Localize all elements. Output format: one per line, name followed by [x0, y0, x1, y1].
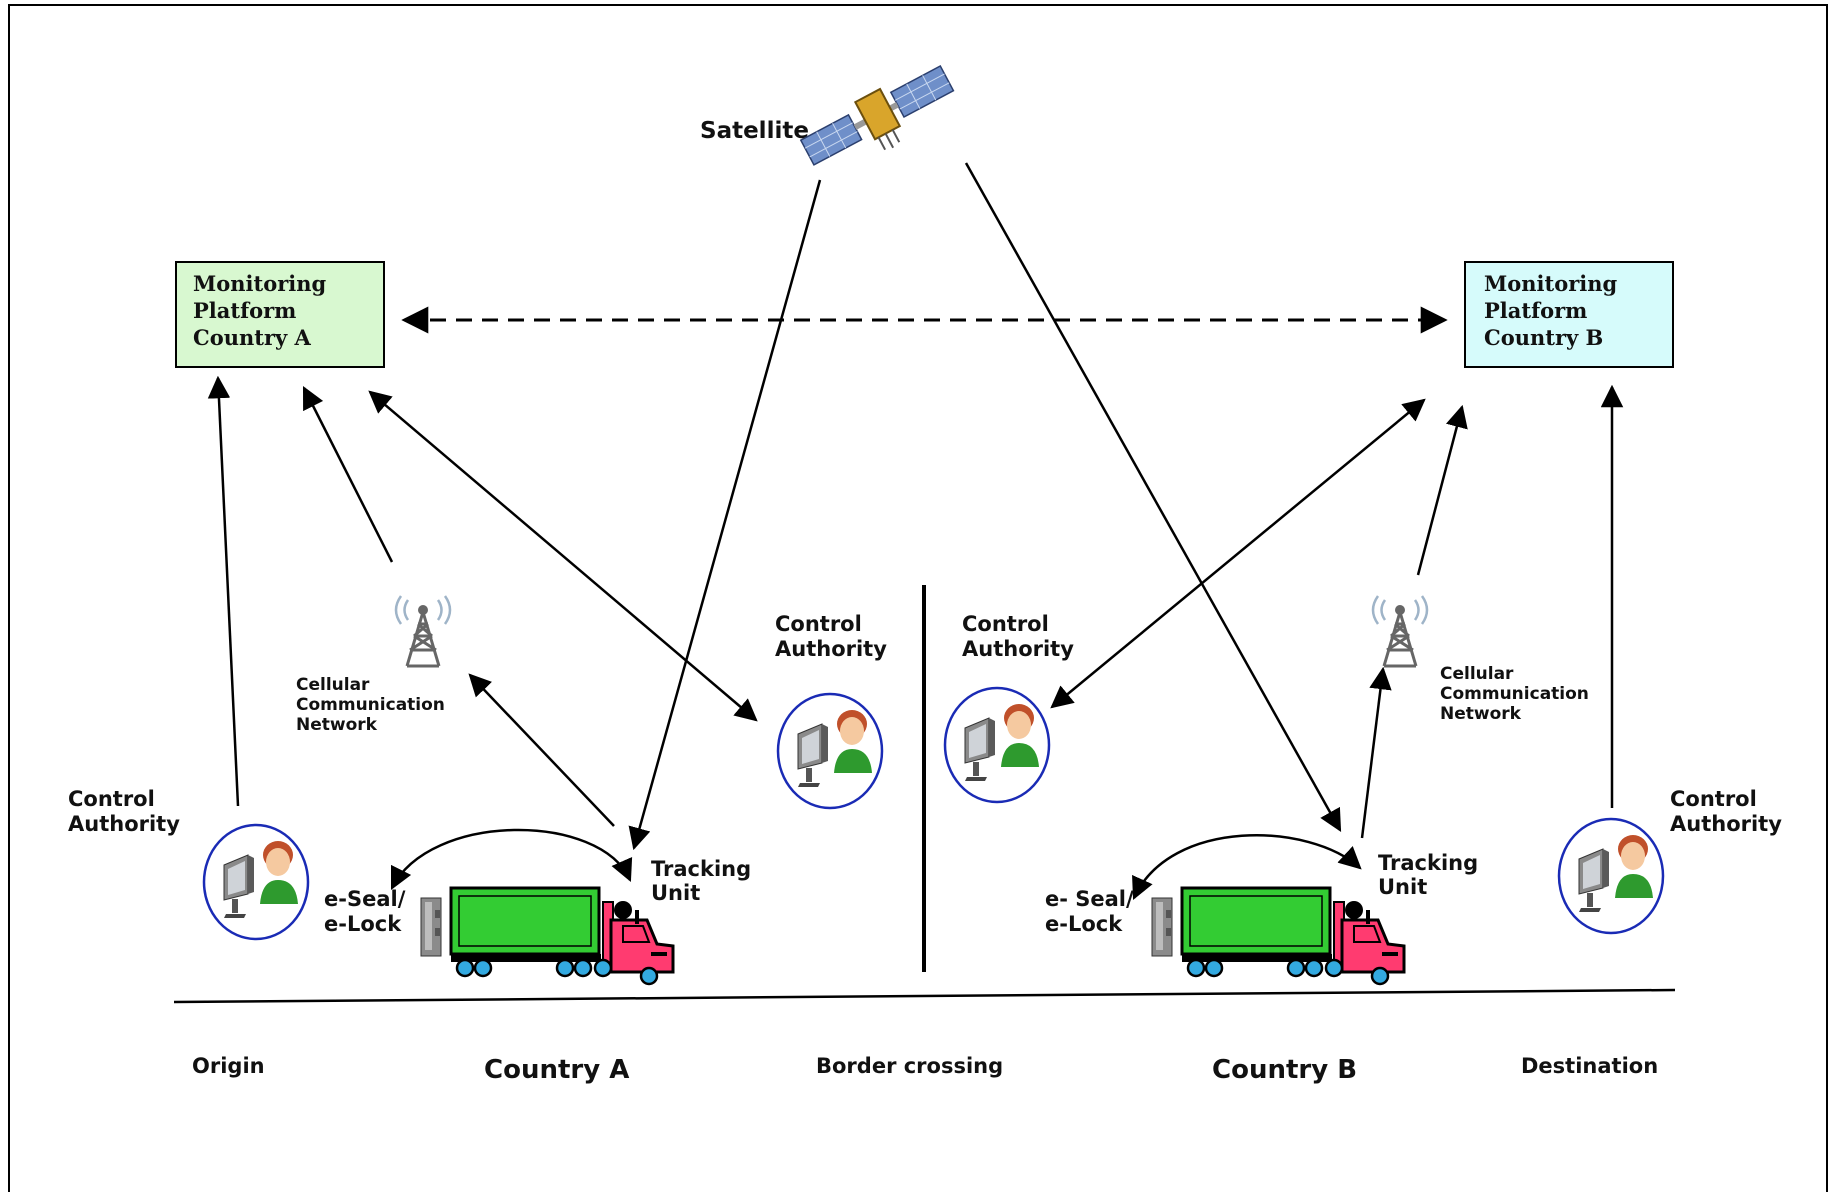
eseal-a-label-1: e-Seal/: [324, 887, 406, 911]
diagram-frame: [8, 4, 1828, 1192]
arrow-tracking-a-eseal-curve: [390, 828, 633, 891]
tracking-a-label-1: Tracking: [651, 857, 751, 881]
cell-tower-b-icon: [1371, 594, 1429, 668]
eseal-a-label-2: e-Lock: [324, 912, 402, 936]
platform-b-line-1: Monitoring: [1484, 271, 1618, 296]
destination-control-authority-icon: [1557, 817, 1665, 935]
arrow-platform-b-border-ca: [1050, 398, 1426, 709]
monitoring-platform-a: Monitoring Platform Country A: [175, 261, 385, 368]
destination-ca-label-1: Control: [1670, 787, 1757, 811]
origin-ca-label-1: Control: [68, 787, 155, 811]
country-a-label: Country A: [484, 1055, 629, 1085]
monitoring-platform-b: Monitoring Platform Country B: [1464, 261, 1674, 368]
eseal-b-label-1: e- Seal/: [1045, 887, 1134, 911]
platform-a-line-2: Platform: [193, 298, 296, 323]
origin-control-authority-icon: [202, 823, 310, 941]
border-b-ca-label-1: Control: [962, 612, 1049, 636]
arrow-tracking-b-eseal-curve: [1132, 833, 1362, 901]
arrow-tower-b-to-platform-b: [1416, 404, 1468, 576]
arrow-platform-a-border-ca: [368, 390, 758, 722]
arrow-origin-ca-to-platform-a: [207, 375, 240, 807]
destination-label: Destination: [1521, 1054, 1658, 1078]
border-b-ca-label-2: Authority: [962, 637, 1074, 661]
ground-line: [173, 988, 1676, 1004]
eseal-b-label-2: e-Lock: [1045, 912, 1123, 936]
destination-ca-label-2: Authority: [1670, 812, 1782, 836]
border-b-control-authority-icon: [943, 686, 1051, 804]
platform-b-line-3: Country B: [1484, 325, 1603, 350]
tracking-b-label-2: Unit: [1378, 875, 1427, 899]
border-crossing-label: Border crossing: [816, 1054, 1003, 1078]
cellular-b-label-3: Network: [1440, 704, 1522, 724]
border-a-ca-label-2: Authority: [775, 637, 887, 661]
cellular-b-label-1: Cellular: [1440, 664, 1514, 684]
border-a-control-authority-icon: [776, 692, 884, 810]
cellular-b-label-2: Communication: [1440, 684, 1589, 704]
arrow-tracking-b-to-tower-b: [1360, 666, 1392, 839]
cellular-a-label-2: Communication: [296, 695, 445, 715]
tracking-a-label-2: Unit: [651, 881, 700, 905]
satellite-icon: [799, 65, 955, 166]
cellular-a-label-3: Network: [296, 715, 378, 735]
platform-a-line-3: Country A: [193, 325, 312, 350]
tracking-b-label-1: Tracking: [1378, 851, 1478, 875]
arrow-tower-a-to-platform-a: [302, 385, 394, 563]
origin-label: Origin: [192, 1054, 265, 1078]
cellular-a-label-1: Cellular: [296, 675, 370, 695]
origin-ca-label-2: Authority: [68, 812, 180, 836]
arrow-tracking-a-to-tower-a: [468, 673, 615, 827]
platform-b-line-2: Platform: [1484, 298, 1587, 323]
satellite-label: Satellite: [700, 118, 809, 144]
connection-arrows: [207, 162, 1624, 901]
truck-b-icon: [1150, 886, 1406, 986]
cell-tower-a-icon: [394, 594, 452, 668]
country-b-label: Country B: [1212, 1055, 1357, 1085]
truck-a-icon: [419, 886, 675, 986]
platform-a-line-1: Monitoring: [193, 271, 327, 296]
border-a-ca-label-1: Control: [775, 612, 862, 636]
